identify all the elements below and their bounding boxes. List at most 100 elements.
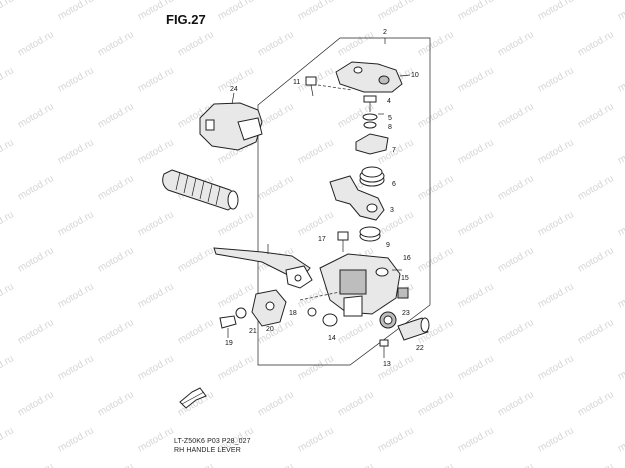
part-cylinder-22: [397, 317, 430, 341]
watermark-text: motod.ru: [136, 137, 176, 166]
watermark-text: motod.ru: [296, 209, 336, 238]
watermark-text: motod.ru: [256, 101, 296, 130]
watermark-text: motod.ru: [136, 353, 176, 382]
callout-19: 19: [225, 340, 233, 347]
watermark-text: motod.ru: [336, 29, 376, 58]
watermark-text: motod.ru: [576, 101, 616, 130]
part-lever-cover: [335, 61, 411, 93]
watermark-text: motod.ru: [0, 65, 16, 94]
watermark-text: motod.ru: [336, 389, 376, 418]
watermark-text: motod.ru: [536, 0, 576, 23]
part-nut-18: [307, 307, 317, 317]
part-screw-13: [379, 339, 389, 358]
watermark-text: motod.ru: [456, 209, 496, 238]
watermark-text: motod.ru: [216, 0, 256, 23]
watermark-text: motod.ru: [56, 209, 96, 238]
part-bolt-17: [337, 231, 349, 252]
callout-16: 16: [403, 255, 411, 262]
callout-10: 10: [411, 72, 419, 79]
callout-6: 6: [392, 181, 396, 188]
callout-18: 18: [289, 310, 297, 317]
part-washer-14: [322, 313, 338, 327]
callout-21: 21: [249, 328, 257, 335]
watermark-text: motod.ru: [536, 425, 576, 454]
watermark-text: motod.ru: [96, 461, 136, 468]
watermark-text: motod.ru: [296, 137, 336, 166]
watermark-text: motod.ru: [256, 29, 296, 58]
watermark-text: motod.ru: [376, 425, 416, 454]
part-throttle-housing: [199, 92, 263, 151]
watermark-text: motod.ru: [216, 209, 256, 238]
watermark-text: motod.ru: [496, 389, 536, 418]
callout-4: 4: [387, 98, 391, 105]
watermark-text: motod.ru: [0, 281, 16, 310]
watermark-text: motod.ru: [576, 317, 616, 346]
watermark-text: motod.ru: [616, 281, 625, 310]
watermark-text: motod.ru: [536, 65, 576, 94]
watermark-text: motod.ru: [456, 353, 496, 382]
part-clamp-20: [251, 289, 287, 327]
watermark-text: motod.ru: [96, 389, 136, 418]
callout-9: 9: [386, 242, 390, 249]
watermark-text: motod.ru: [176, 29, 216, 58]
watermark-text: motod.ru: [296, 425, 336, 454]
part-switch-plate-7: [355, 133, 389, 155]
watermark-text: motod.ru: [136, 281, 176, 310]
part-master-body: [299, 253, 401, 317]
watermark-text: motod.ru: [616, 65, 625, 94]
watermark-text: motod.ru: [496, 245, 536, 274]
callout-24: 24: [230, 86, 238, 93]
watermark-text: motod.ru: [416, 101, 456, 130]
part-screw-11: [305, 76, 353, 97]
watermark-text: motod.ru: [216, 281, 256, 310]
watermark-text: motod.ru: [0, 209, 16, 238]
watermark-text: motod.ru: [0, 425, 16, 454]
watermark-text: motod.ru: [216, 353, 256, 382]
watermark-text: motod.ru: [296, 0, 336, 23]
watermark-text: motod.ru: [416, 29, 456, 58]
watermark-text: motod.ru: [616, 353, 625, 382]
watermark-text: motod.ru: [96, 245, 136, 274]
watermark-text: motod.ru: [496, 101, 536, 130]
watermark-text: motod.ru: [336, 317, 376, 346]
callout-5: 5: [388, 115, 392, 122]
watermark-text: motod.ru: [16, 461, 56, 468]
callout-20: 20: [266, 326, 274, 333]
callout-11: 11: [293, 79, 300, 86]
watermark-text: motod.ru: [536, 281, 576, 310]
watermark-text: motod.ru: [0, 137, 16, 166]
part-lever-arm-3: [329, 175, 385, 221]
watermark-text: motod.ru: [416, 245, 456, 274]
watermark-text: motod.ru: [576, 389, 616, 418]
watermark-text: motod.ru: [56, 353, 96, 382]
watermark-text: motod.ru: [456, 137, 496, 166]
callout-2: 2: [383, 29, 387, 36]
watermark-text: motod.ru: [456, 281, 496, 310]
watermark-text: motod.ru: [416, 173, 456, 202]
watermark-text: motod.ru: [336, 461, 376, 468]
watermark-text: motod.ru: [576, 29, 616, 58]
watermark-text: motod.ru: [56, 0, 96, 23]
front-direction-arrow-icon: [179, 387, 207, 409]
watermark-text: motod.ru: [136, 65, 176, 94]
watermark-text: motod.ru: [456, 65, 496, 94]
watermark-text: motod.ru: [16, 245, 56, 274]
watermark-text: motod.ru: [376, 0, 416, 23]
part-handle-grip: [162, 169, 239, 211]
watermark-text: motod.ru: [456, 0, 496, 23]
watermark-text: motod.ru: [176, 461, 216, 468]
watermark-text: motod.ru: [56, 65, 96, 94]
watermark-text: motod.ru: [176, 317, 216, 346]
part-bolt-19: [219, 315, 237, 338]
watermark-text: motod.ru: [496, 29, 536, 58]
watermark-text: motod.ru: [96, 317, 136, 346]
part-spring-6: [359, 166, 385, 187]
watermark-text: motod.ru: [616, 425, 625, 454]
watermark-text: motod.ru: [256, 173, 296, 202]
watermark-text: motod.ru: [136, 0, 176, 23]
watermark-text: motod.ru: [16, 101, 56, 130]
watermark-text: motod.ru: [56, 281, 96, 310]
callout-23: 23: [402, 310, 410, 317]
watermark-text: motod.ru: [416, 389, 456, 418]
